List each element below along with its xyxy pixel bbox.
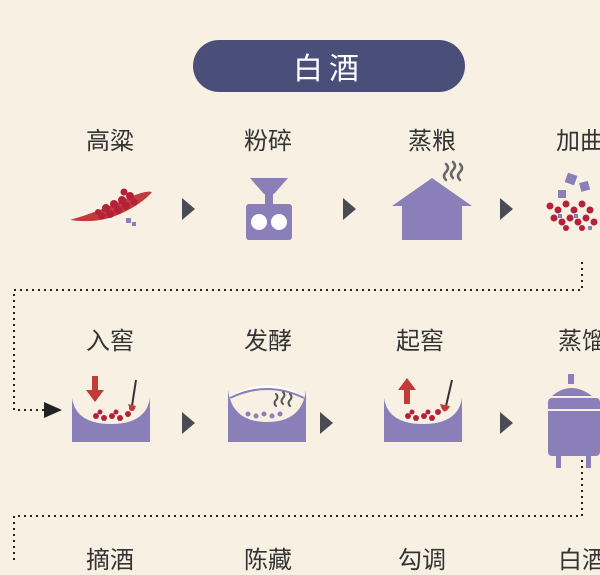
sorghum-icon <box>70 188 152 226</box>
connector-row1-to-row2 <box>13 262 583 411</box>
flow-arrow <box>500 198 513 220</box>
pit-in-icon <box>72 376 150 442</box>
connector-arrowhead <box>44 402 62 418</box>
step-label-blending: 勾调 <box>398 546 446 574</box>
pit-out-icon <box>384 378 462 442</box>
distiller-icon <box>548 374 600 468</box>
step-label-into-pit: 入窖 <box>86 327 134 355</box>
steamer-house-icon <box>392 160 472 240</box>
step-label-crush: 粉碎 <box>244 127 292 155</box>
step-label-aging: 陈藏 <box>244 546 292 574</box>
step-label-pick-liquor: 摘酒 <box>86 546 134 574</box>
step-label-sorghum: 高粱 <box>86 127 134 155</box>
step-label-baijiu: 白酒 <box>558 546 600 574</box>
flow-arrow <box>182 198 195 220</box>
step-label-steam: 蒸粮 <box>408 127 456 155</box>
step-label-distill: 蒸馏 <box>558 327 600 355</box>
fermenting-pit-icon <box>228 385 306 442</box>
flow-arrow <box>320 412 333 434</box>
step-label-ferment: 发酵 <box>244 327 292 355</box>
step-label-out-of-pit: 起窖 <box>396 327 444 355</box>
connector-row2-to-row3 <box>13 460 583 564</box>
flow-arrow <box>500 412 513 434</box>
flow-arrow <box>182 412 195 434</box>
step-label-add-koji: 加曲 <box>556 127 600 155</box>
flow-arrow <box>343 198 356 220</box>
title-pill: 白酒 <box>193 40 465 92</box>
mixing-koji-icon <box>546 172 598 231</box>
grinder-icon <box>246 178 292 240</box>
